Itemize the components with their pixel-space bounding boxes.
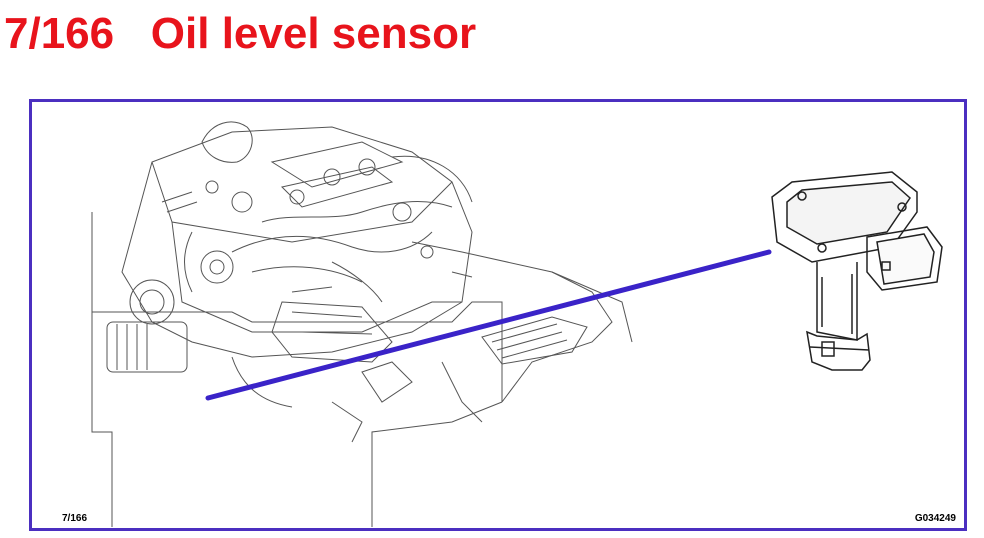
figure-ref-left: 7/166 bbox=[62, 513, 88, 524]
oil-level-sensor-illustration bbox=[771, 171, 943, 371]
page-title: 7/166 Oil level sensor bbox=[4, 6, 476, 62]
title-label: Oil level sensor bbox=[150, 9, 477, 58]
engine-illustration bbox=[91, 121, 633, 527]
figure-ref-right: G034249 bbox=[914, 513, 956, 524]
title-code: 7/166 bbox=[4, 9, 115, 58]
leader-line bbox=[205, 249, 772, 401]
diagram-canvas bbox=[91, 121, 943, 527]
diagram-frame: 7/166 G034249 bbox=[29, 99, 967, 531]
